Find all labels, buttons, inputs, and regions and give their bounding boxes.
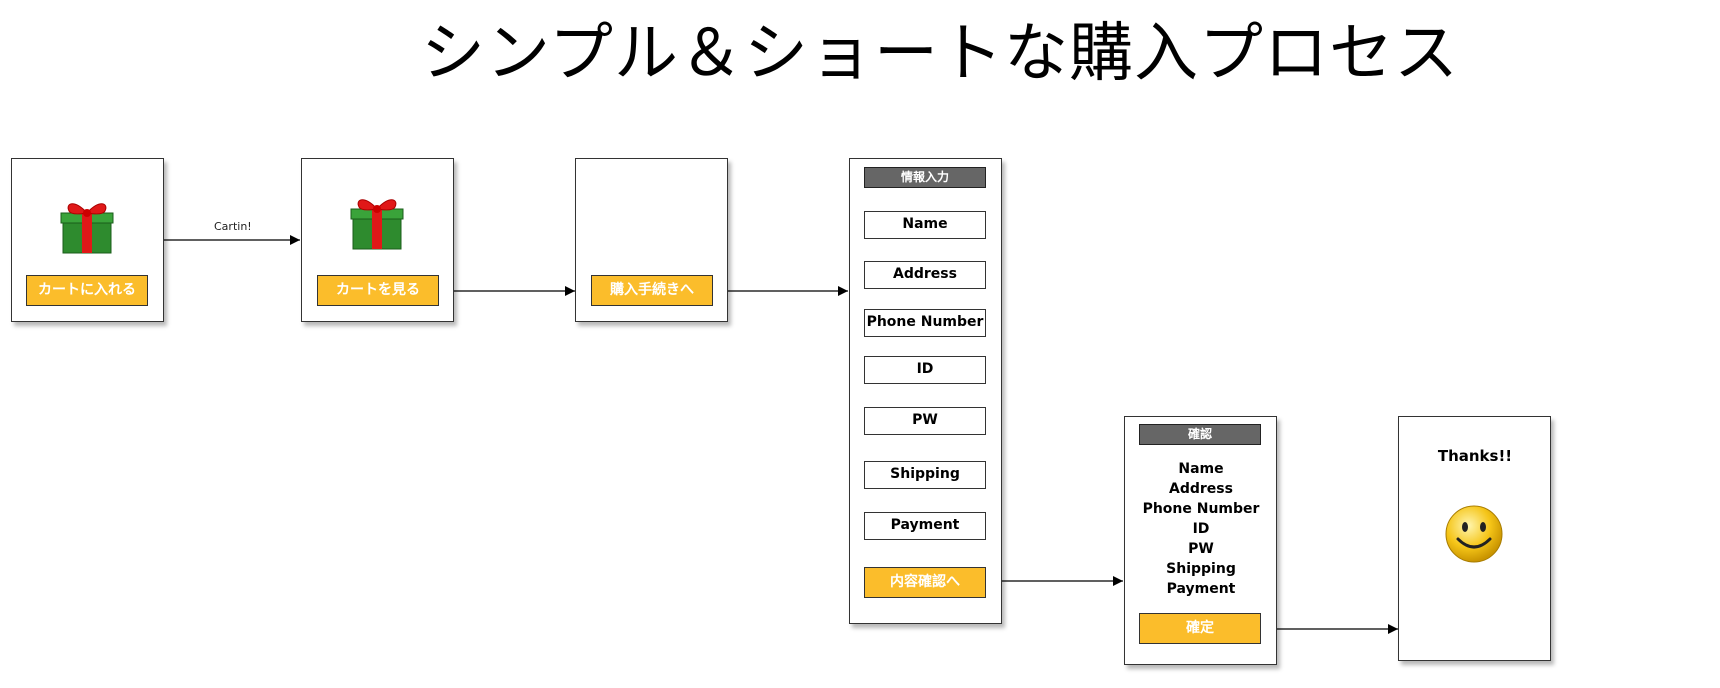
proceed-to-checkout-button[interactable]: 購入手続きへ xyxy=(591,275,713,306)
pw-field[interactable]: PW xyxy=(864,407,986,435)
name-field[interactable]: Name xyxy=(864,211,986,239)
confirm-item-phone-number: Phone Number xyxy=(1142,501,1260,517)
edge-label-cartin: Cartin! xyxy=(214,220,252,233)
confirm-item-pw: PW xyxy=(1188,541,1214,557)
confirm-item-shipping: Shipping xyxy=(1166,561,1236,577)
address-field[interactable]: Address xyxy=(864,261,986,289)
shipping-field[interactable]: Shipping xyxy=(864,461,986,489)
step4-panel: 情報入力 Name Address Phone Number ID PW Shi… xyxy=(849,158,1002,624)
confirm-button[interactable]: 確定 xyxy=(1139,613,1261,644)
step3-panel: 購入手続きへ xyxy=(575,158,728,322)
gift-icon xyxy=(350,199,404,250)
phone-number-field[interactable]: Phone Number xyxy=(864,309,986,337)
step1-panel: カートに入れる xyxy=(11,158,164,322)
payment-field[interactable]: Payment xyxy=(864,512,986,540)
step4-header: 情報入力 xyxy=(864,167,986,188)
step5-header: 確認 xyxy=(1139,424,1261,445)
add-to-cart-button[interactable]: カートに入れる xyxy=(26,275,148,306)
confirm-item-id: ID xyxy=(1192,521,1210,537)
review-order-button[interactable]: 内容確認へ xyxy=(864,567,986,598)
confirm-item-name: Name xyxy=(1178,461,1224,477)
confirm-item-address: Address xyxy=(1169,481,1233,497)
confirm-item-payment: Payment xyxy=(1166,581,1236,597)
step5-panel: 確認 Name Address Phone Number ID PW Shipp… xyxy=(1124,416,1277,665)
gift-icon xyxy=(60,203,114,254)
id-field[interactable]: ID xyxy=(864,356,986,384)
view-cart-button[interactable]: カートを見る xyxy=(317,275,439,306)
step2-panel: カートを見る xyxy=(301,158,454,322)
page-title: シンプル＆ショートな購入プロセス xyxy=(420,17,1460,91)
step6-panel: Thanks!! xyxy=(1398,416,1551,661)
confirm-list: Name Address Phone Number ID PW Shipping… xyxy=(1125,459,1277,599)
thanks-message: Thanks!! xyxy=(1437,447,1513,465)
smiley-icon xyxy=(1445,505,1503,563)
